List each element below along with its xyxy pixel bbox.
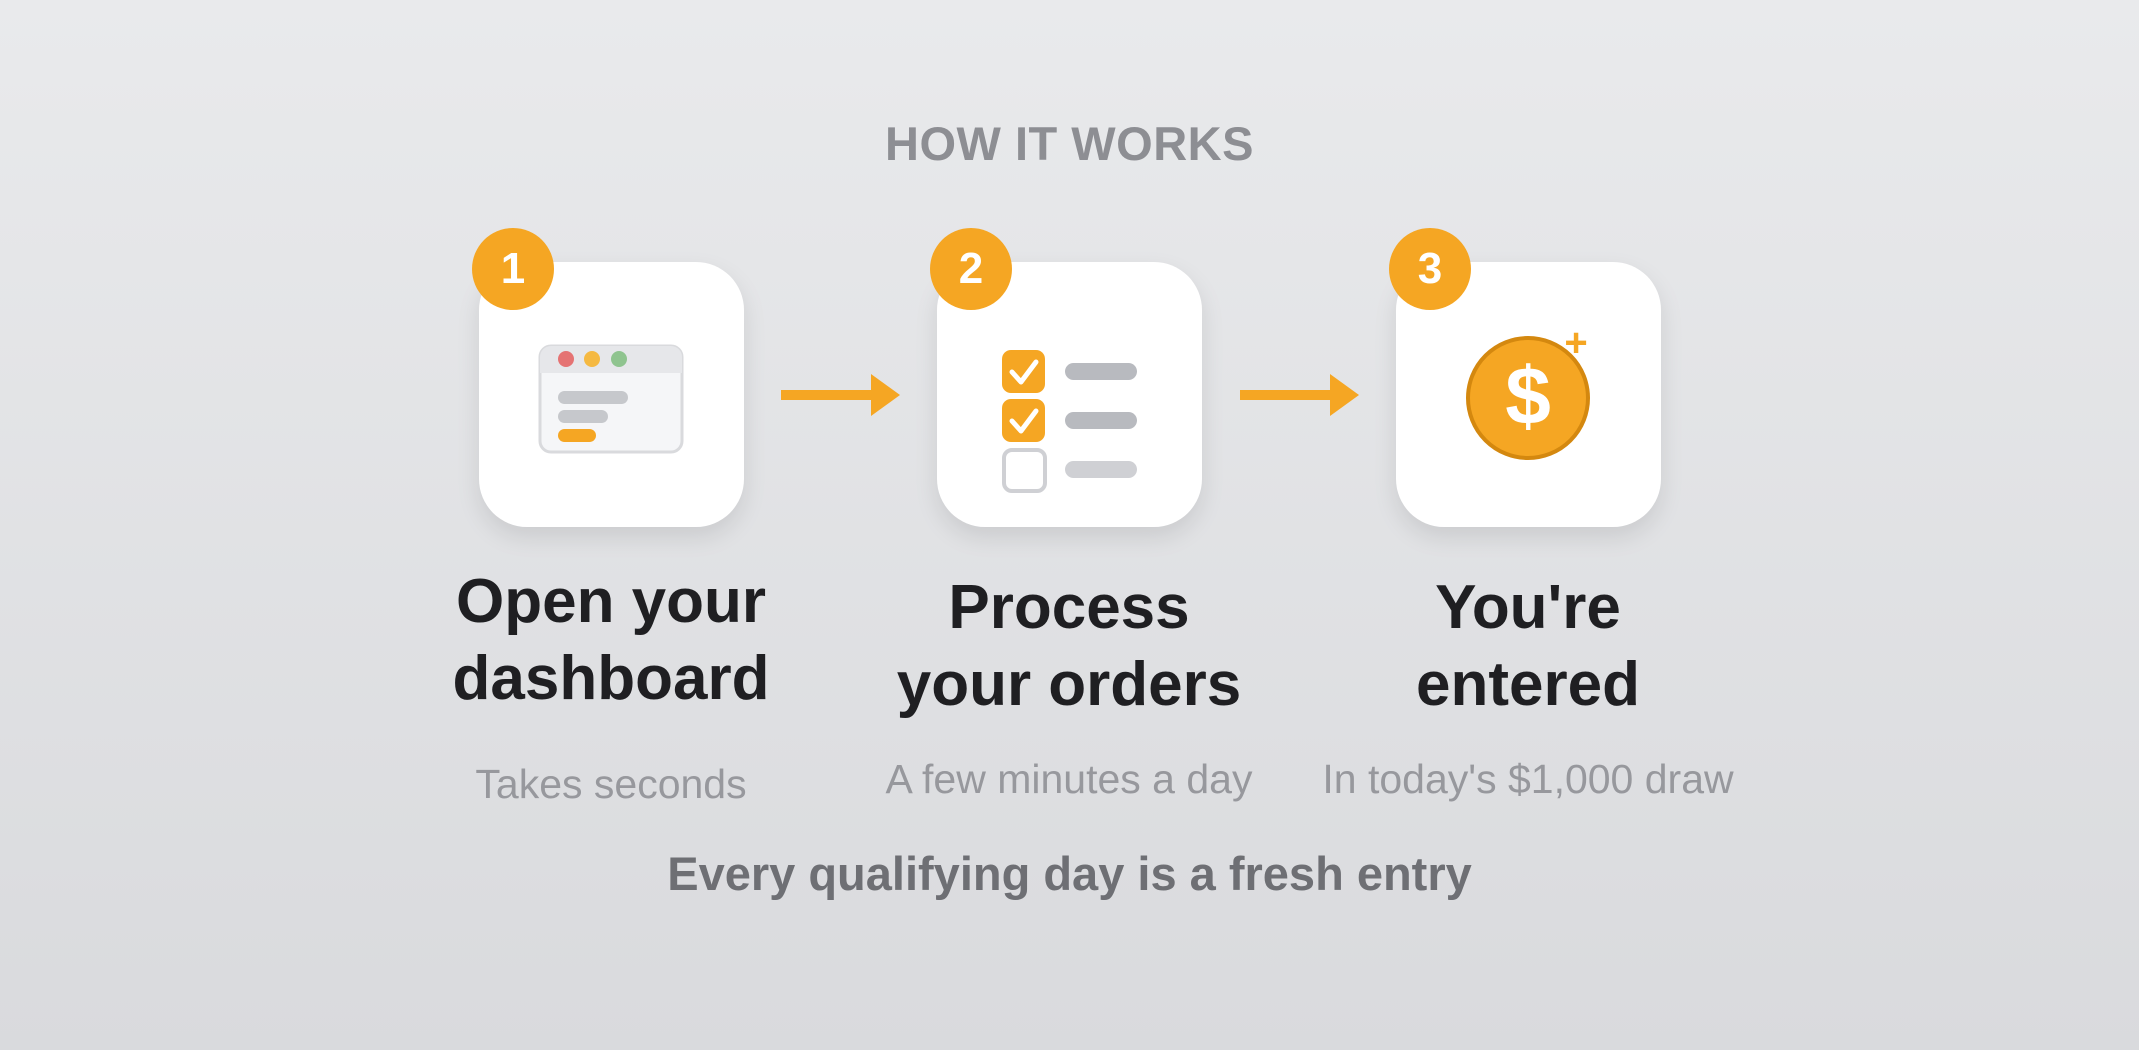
step-1-title: Open your dashboard	[391, 563, 831, 717]
dashboard-window-icon	[538, 344, 684, 454]
coin-plus: +	[1564, 321, 1587, 365]
page-heading: HOW IT WORKS	[885, 117, 1254, 170]
coin-symbol: $	[1505, 351, 1551, 442]
dollar-coin-icon: $ +	[1466, 321, 1590, 460]
step-2-card	[937, 262, 1202, 527]
step-2-badge: 2	[930, 228, 1012, 310]
footer-note: Every qualifying day is a fresh entry	[667, 847, 1472, 900]
step-3-title-line1: You're	[1435, 573, 1621, 642]
arrow-right-icon	[781, 374, 900, 416]
step-1-title-line1: Open your	[455, 567, 767, 636]
checklist-icon	[1002, 350, 1137, 493]
step-3-subtitle: In today's $1,000 draw	[1322, 756, 1734, 802]
step-1-badge: 1	[472, 228, 554, 310]
step-3-badge: 3	[1389, 228, 1471, 310]
arrow-right-icon	[1240, 374, 1359, 416]
step-3-title-line2: entered	[1416, 650, 1640, 719]
step-2-title-line2: your orders	[896, 650, 1242, 719]
step-3-title: You're entered	[1308, 569, 1748, 723]
step-2-title: Process your orders	[849, 569, 1289, 723]
step-1-card	[479, 262, 744, 527]
step-2-title-line1: Process	[948, 573, 1190, 642]
step-3-card: $ +	[1396, 262, 1661, 527]
step-2-subtitle: A few minutes a day	[885, 756, 1253, 802]
step-1-subtitle: Takes seconds	[475, 761, 747, 807]
step-1-title-line2: dashboard	[452, 644, 770, 713]
